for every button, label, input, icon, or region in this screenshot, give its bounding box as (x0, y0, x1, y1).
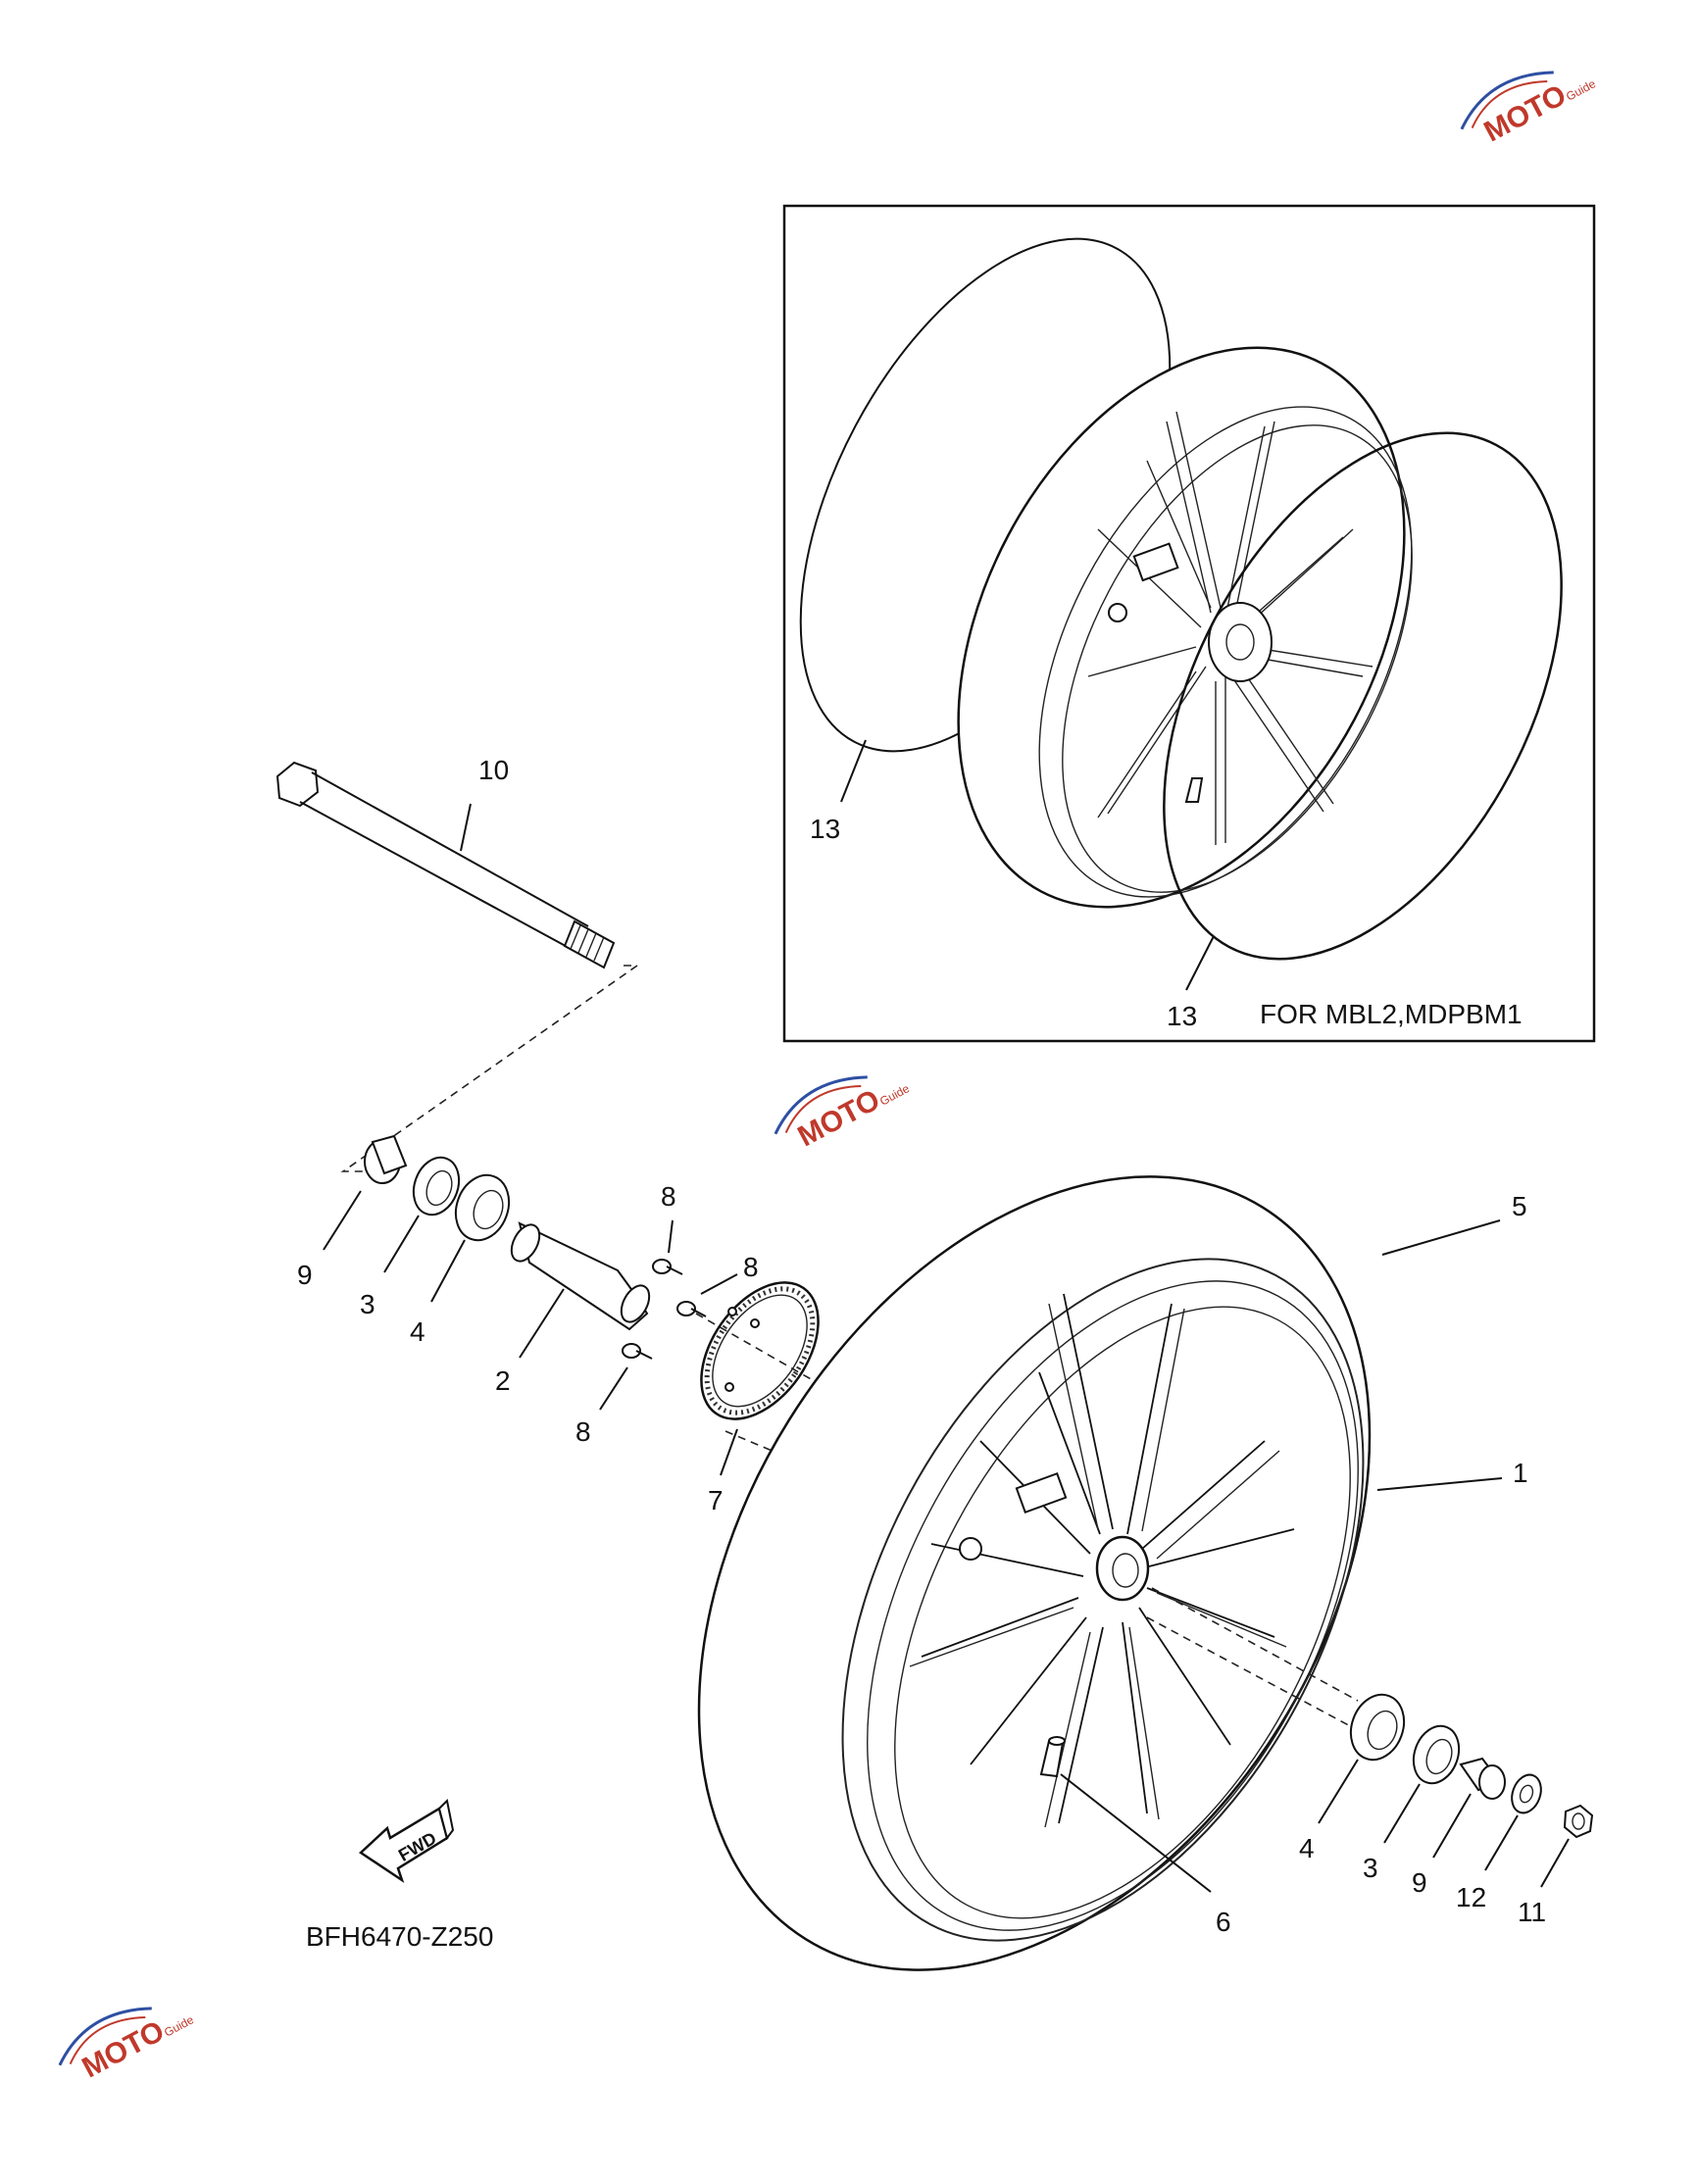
oil-seal-right: 3 (1363, 1724, 1461, 1883)
callout-12: 12 (1456, 1882, 1486, 1912)
inset-caption: FOR MBL2,MDPBM1 (1260, 999, 1523, 1029)
callout-3-left: 3 (360, 1289, 375, 1319)
bolt-middle: 8 (676, 1252, 759, 1317)
svg-text:Guide: Guide (162, 2012, 196, 2040)
inset-tube-ring-front (1163, 431, 1563, 961)
watermark-top-right: MOTO Guide (1460, 71, 1598, 148)
callout-2: 2 (495, 1365, 511, 1396)
bearing-right: 4 (1299, 1693, 1406, 1863)
front-wheel-assembly: 6 5 1 (697, 1175, 1528, 1971)
callout-5: 5 (1512, 1191, 1527, 1221)
callout-1: 1 (1513, 1458, 1528, 1488)
bolt-lower: 8 (575, 1343, 653, 1447)
inset-tire (957, 346, 1406, 909)
collar-left: 9 (297, 1134, 408, 1290)
callout-7: 7 (708, 1485, 724, 1515)
axle-nut: 11 (1518, 1804, 1594, 1927)
watermark-bottom-left: MOTO Guide (58, 2007, 196, 2084)
svg-text:Guide: Guide (877, 1081, 912, 1109)
diagram-id: BFH6470-Z250 (306, 1921, 493, 1952)
callout-13-front: 13 (1167, 1001, 1197, 1031)
callout-3-right: 3 (1363, 1853, 1378, 1883)
collar-right: 9 (1412, 1757, 1506, 1898)
callout-10: 10 (478, 755, 509, 785)
callout-9-left: 9 (297, 1260, 313, 1290)
callout-11: 11 (1518, 1897, 1546, 1927)
fwd-arrow-icon: FWD (358, 1798, 455, 1884)
spacer-collar: 2 (495, 1221, 651, 1396)
callout-8-middle: 8 (743, 1252, 759, 1282)
inset-box: 13 13 FOR MBL2,MDPBM1 (782, 204, 1596, 1043)
bolt-top: 8 (652, 1181, 683, 1275)
wheel-rim-outer (841, 1258, 1365, 1942)
callout-8-lower: 8 (575, 1416, 591, 1447)
callout-8-top: 8 (661, 1181, 676, 1212)
inset-spokes (1087, 411, 1373, 845)
bearing-left: 4 (410, 1173, 511, 1347)
callout-4-left: 4 (410, 1316, 425, 1347)
front-axle: 10 (275, 755, 640, 1172)
wheel-hub (1095, 1535, 1150, 1602)
callout-13-back: 13 (810, 814, 840, 844)
watermark-middle: MOTO Guide (774, 1075, 912, 1153)
oil-seal-left: 3 (360, 1156, 461, 1319)
callout-9-right: 9 (1412, 1867, 1427, 1898)
tire (697, 1175, 1372, 1971)
callout-4-right: 4 (1299, 1833, 1315, 1863)
svg-text:Guide: Guide (1564, 76, 1598, 104)
callout-6: 6 (1216, 1907, 1231, 1937)
washer: 12 (1456, 1773, 1542, 1912)
